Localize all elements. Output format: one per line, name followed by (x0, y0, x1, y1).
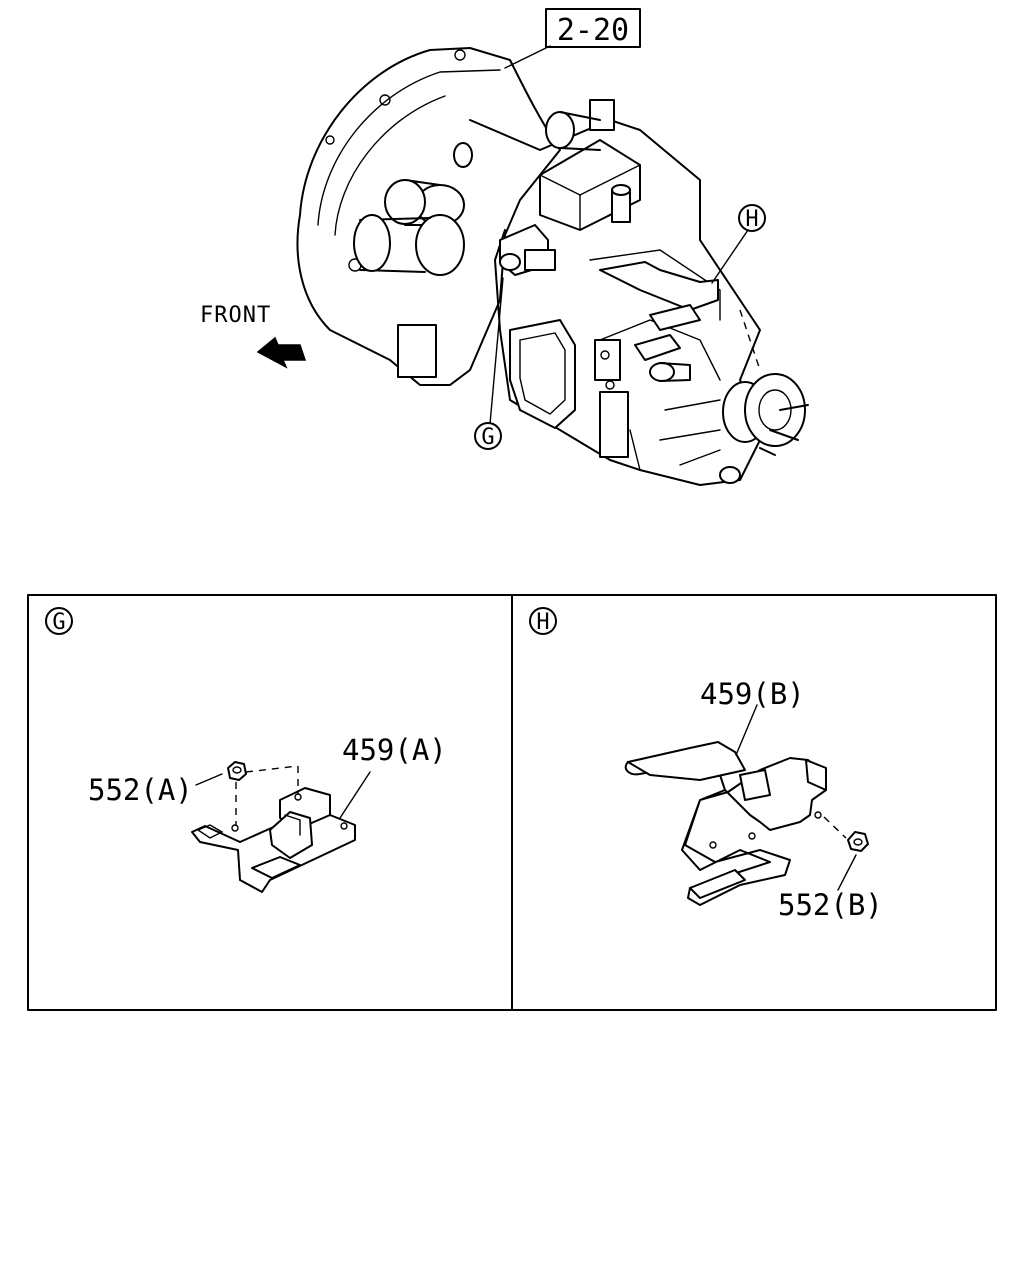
callout-h[interactable]: H (738, 204, 766, 232)
reference-label: 2-20 (557, 13, 629, 48)
panel-h-title: H (529, 607, 557, 635)
leader-459b (735, 704, 758, 756)
panel-g: G 552(A) 459(A) (45, 607, 447, 893)
label-459a: 459(A) (342, 733, 447, 767)
bracket-459a[interactable] (191, 787, 356, 893)
reference-box[interactable]: 2-20 (545, 8, 641, 48)
leader-552a (195, 773, 223, 786)
nut-552a[interactable] (227, 761, 247, 781)
panel-h-title-label: H (536, 610, 549, 635)
callout-g-label: G (481, 425, 494, 450)
callout-g[interactable]: G (474, 422, 502, 450)
leader-552b (837, 854, 857, 891)
callout-h-label: H (745, 207, 758, 232)
front-label: FRONT (200, 303, 271, 328)
panel-h: H 459(B) 552(B) (529, 607, 883, 922)
panel-g-title: G (45, 607, 73, 635)
nut-552b-axis (823, 816, 847, 839)
front-arrow-icon (256, 336, 307, 369)
label-552b: 552(B) (778, 888, 883, 922)
bracket-459b[interactable] (624, 741, 827, 906)
panel-g-title-label: G (52, 610, 65, 635)
leader-459a (339, 771, 371, 819)
callout-h-leader (711, 229, 749, 284)
label-459b: 459(B) (700, 677, 805, 711)
callout-g-leader (489, 277, 504, 425)
label-552a: 552(A) (88, 773, 193, 807)
transmission-illustration (296, 47, 809, 486)
nut-552b[interactable] (847, 831, 869, 852)
